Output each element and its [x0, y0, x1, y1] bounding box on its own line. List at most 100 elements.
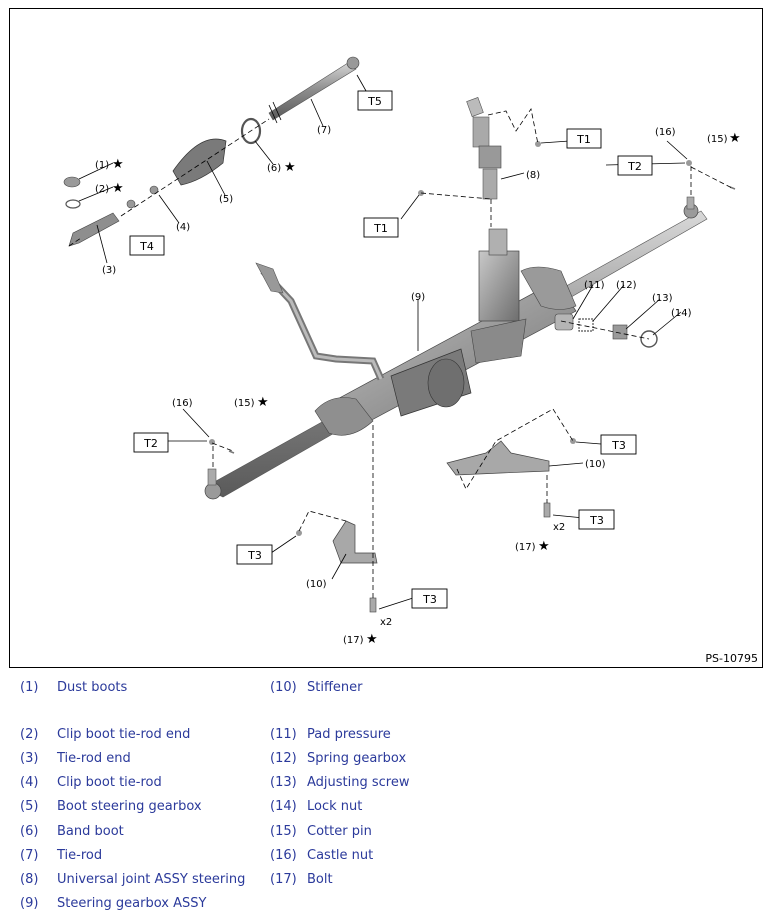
- legend-label: Spring gearbox: [307, 751, 407, 766]
- legend-item: (10) Stiffener: [270, 680, 363, 695]
- legend-number: (17): [270, 872, 297, 887]
- legend-number: (1): [20, 680, 39, 695]
- torque-label-t3a: T3: [611, 439, 626, 452]
- callout-4: (4): [176, 222, 190, 233]
- legend-item: (2) Clip boot tie-rod end: [20, 727, 190, 742]
- legend-item: (3) Tie-rod end: [20, 751, 131, 766]
- steering-gearbox-part: [204, 196, 708, 500]
- legend-item: (7) Tie-rod: [20, 848, 102, 863]
- legend-item: (15) Cotter pin: [270, 824, 372, 839]
- legend-label: Dust boots: [57, 680, 128, 695]
- star-icon: ★: [112, 181, 124, 196]
- torque-label-t3c: T3: [247, 549, 262, 562]
- adjuster-parts: [554, 313, 658, 348]
- legend-number: (2): [20, 727, 39, 742]
- legend-label: Lock nut: [307, 799, 363, 814]
- torque-label-t2a: T2: [627, 160, 642, 173]
- star-icon: ★: [538, 539, 550, 554]
- torque-box-t1a: T1: [566, 128, 602, 149]
- callout-2: (2): [95, 184, 109, 195]
- callout-10a: (10): [585, 459, 606, 470]
- legend-item: (14) Lock nut: [270, 799, 362, 814]
- legend-number: (8): [20, 872, 39, 887]
- legend-item: (4) Clip boot tie-rod: [20, 775, 162, 790]
- multiplier-x2-b: x2: [380, 617, 392, 628]
- stars: ★ ★ ★ ★ ★ ★ ★: [112, 131, 741, 647]
- callout-6: (6): [267, 163, 281, 174]
- torque-box-t2a: T2: [617, 155, 653, 176]
- legend-label: Stiffener: [307, 680, 363, 695]
- legend-number: (10): [270, 680, 297, 695]
- legend-item: (16)Castle nut: [270, 848, 373, 863]
- legend-item: (12)Spring gearbox: [270, 751, 406, 766]
- callout-12: (12): [616, 280, 637, 291]
- stiffener-parts: [209, 141, 736, 613]
- callout-16a: (16): [655, 127, 676, 138]
- parts-legend: (1) Dust boots (2) Clip boot tie-rod end (…: [0, 672, 773, 920]
- legend-number: (3): [20, 751, 39, 766]
- diagram-svg: T5 T1 T2 T1 T4 T2 T3 T3 T3 T3 (1) (2) (3…: [63, 56, 741, 647]
- star-icon: ★: [284, 160, 296, 175]
- torque-box-t1b: T1: [363, 217, 399, 238]
- legend-number: (15): [270, 824, 297, 839]
- legend-number: (4): [20, 775, 39, 790]
- legend-number: (6): [20, 824, 39, 839]
- callout-9: (9): [411, 292, 425, 303]
- torque-box-t2b: T2: [133, 432, 169, 453]
- callout-14: (14): [671, 308, 692, 319]
- callout-8: (8): [526, 170, 540, 181]
- legend-item: (9) Steering gearbox ASSY: [20, 896, 206, 911]
- callout-15a: (15): [707, 134, 728, 145]
- callout-1: (1): [95, 160, 109, 171]
- torque-label-t1b: T1: [373, 222, 388, 235]
- universal-joint-part: [466, 97, 502, 200]
- legend-item: (8) Universal joint ASSY steering: [20, 872, 245, 887]
- legend-number: (13): [270, 775, 297, 790]
- tie-rod-parts: [63, 56, 360, 247]
- legend-label: Tie-rod: [57, 848, 103, 863]
- torque-label-t5: T5: [367, 95, 382, 108]
- torque-box-t3a: T3: [600, 434, 637, 455]
- star-icon: ★: [257, 395, 269, 410]
- callouts: (1) (2) (3) (4) (5) (6) (7) (8) (9) (10)…: [95, 125, 728, 646]
- legend-label: Band boot: [57, 824, 124, 839]
- callout-16b: (16): [172, 398, 193, 409]
- dashed-assembly-lines: [68, 107, 733, 598]
- legend-label: Adjusting screw: [307, 775, 410, 790]
- legend-label: Cotter pin: [307, 824, 372, 839]
- legend-label: Pad pressure: [307, 727, 391, 742]
- torque-label-t1a: T1: [576, 133, 591, 146]
- callout-13: (13): [652, 293, 673, 304]
- torque-box-t5: T5: [357, 90, 393, 111]
- callout-17a: (17): [515, 542, 536, 553]
- legend-item: (1) Dust boots: [20, 680, 127, 695]
- legend-number: (9): [20, 896, 39, 911]
- torque-label-t3d: T3: [422, 593, 437, 606]
- legend-label: Tie-rod end: [57, 751, 131, 766]
- callout-10b: (10): [306, 579, 327, 590]
- callout-15b: (15): [234, 398, 255, 409]
- legend-label: Clip boot tie-rod: [57, 775, 162, 790]
- callout-7: (7): [317, 125, 331, 136]
- legend-label: Boot steering gearbox: [57, 799, 202, 814]
- legend-label: Castle nut: [307, 848, 374, 863]
- legend-label: Clip boot tie-rod end: [57, 727, 191, 742]
- tick-marks: [268, 101, 282, 124]
- multiplier-x2-a: x2: [553, 522, 565, 533]
- callout-5: (5): [219, 194, 233, 205]
- legend-label: Universal joint ASSY steering: [57, 872, 246, 887]
- torque-box-t3d: T3: [411, 588, 448, 609]
- star-icon: ★: [729, 131, 741, 146]
- legend-item: (5)Boot steering gearbox: [20, 799, 202, 814]
- legend-item: (6) Band boot: [20, 824, 124, 839]
- legend-item: (17)Bolt: [270, 872, 333, 887]
- torque-label-t3b: T3: [589, 514, 604, 527]
- legend-number: (7): [20, 848, 39, 863]
- callout-17b: (17): [343, 635, 364, 646]
- legend-number: (14): [270, 799, 297, 814]
- torque-label-t4: T4: [139, 240, 154, 253]
- callout-3: (3): [102, 265, 116, 276]
- legend-label: Steering gearbox ASSY: [57, 896, 207, 911]
- figure-id: PS-10795: [705, 652, 758, 665]
- torque-box-t3c: T3: [236, 544, 273, 565]
